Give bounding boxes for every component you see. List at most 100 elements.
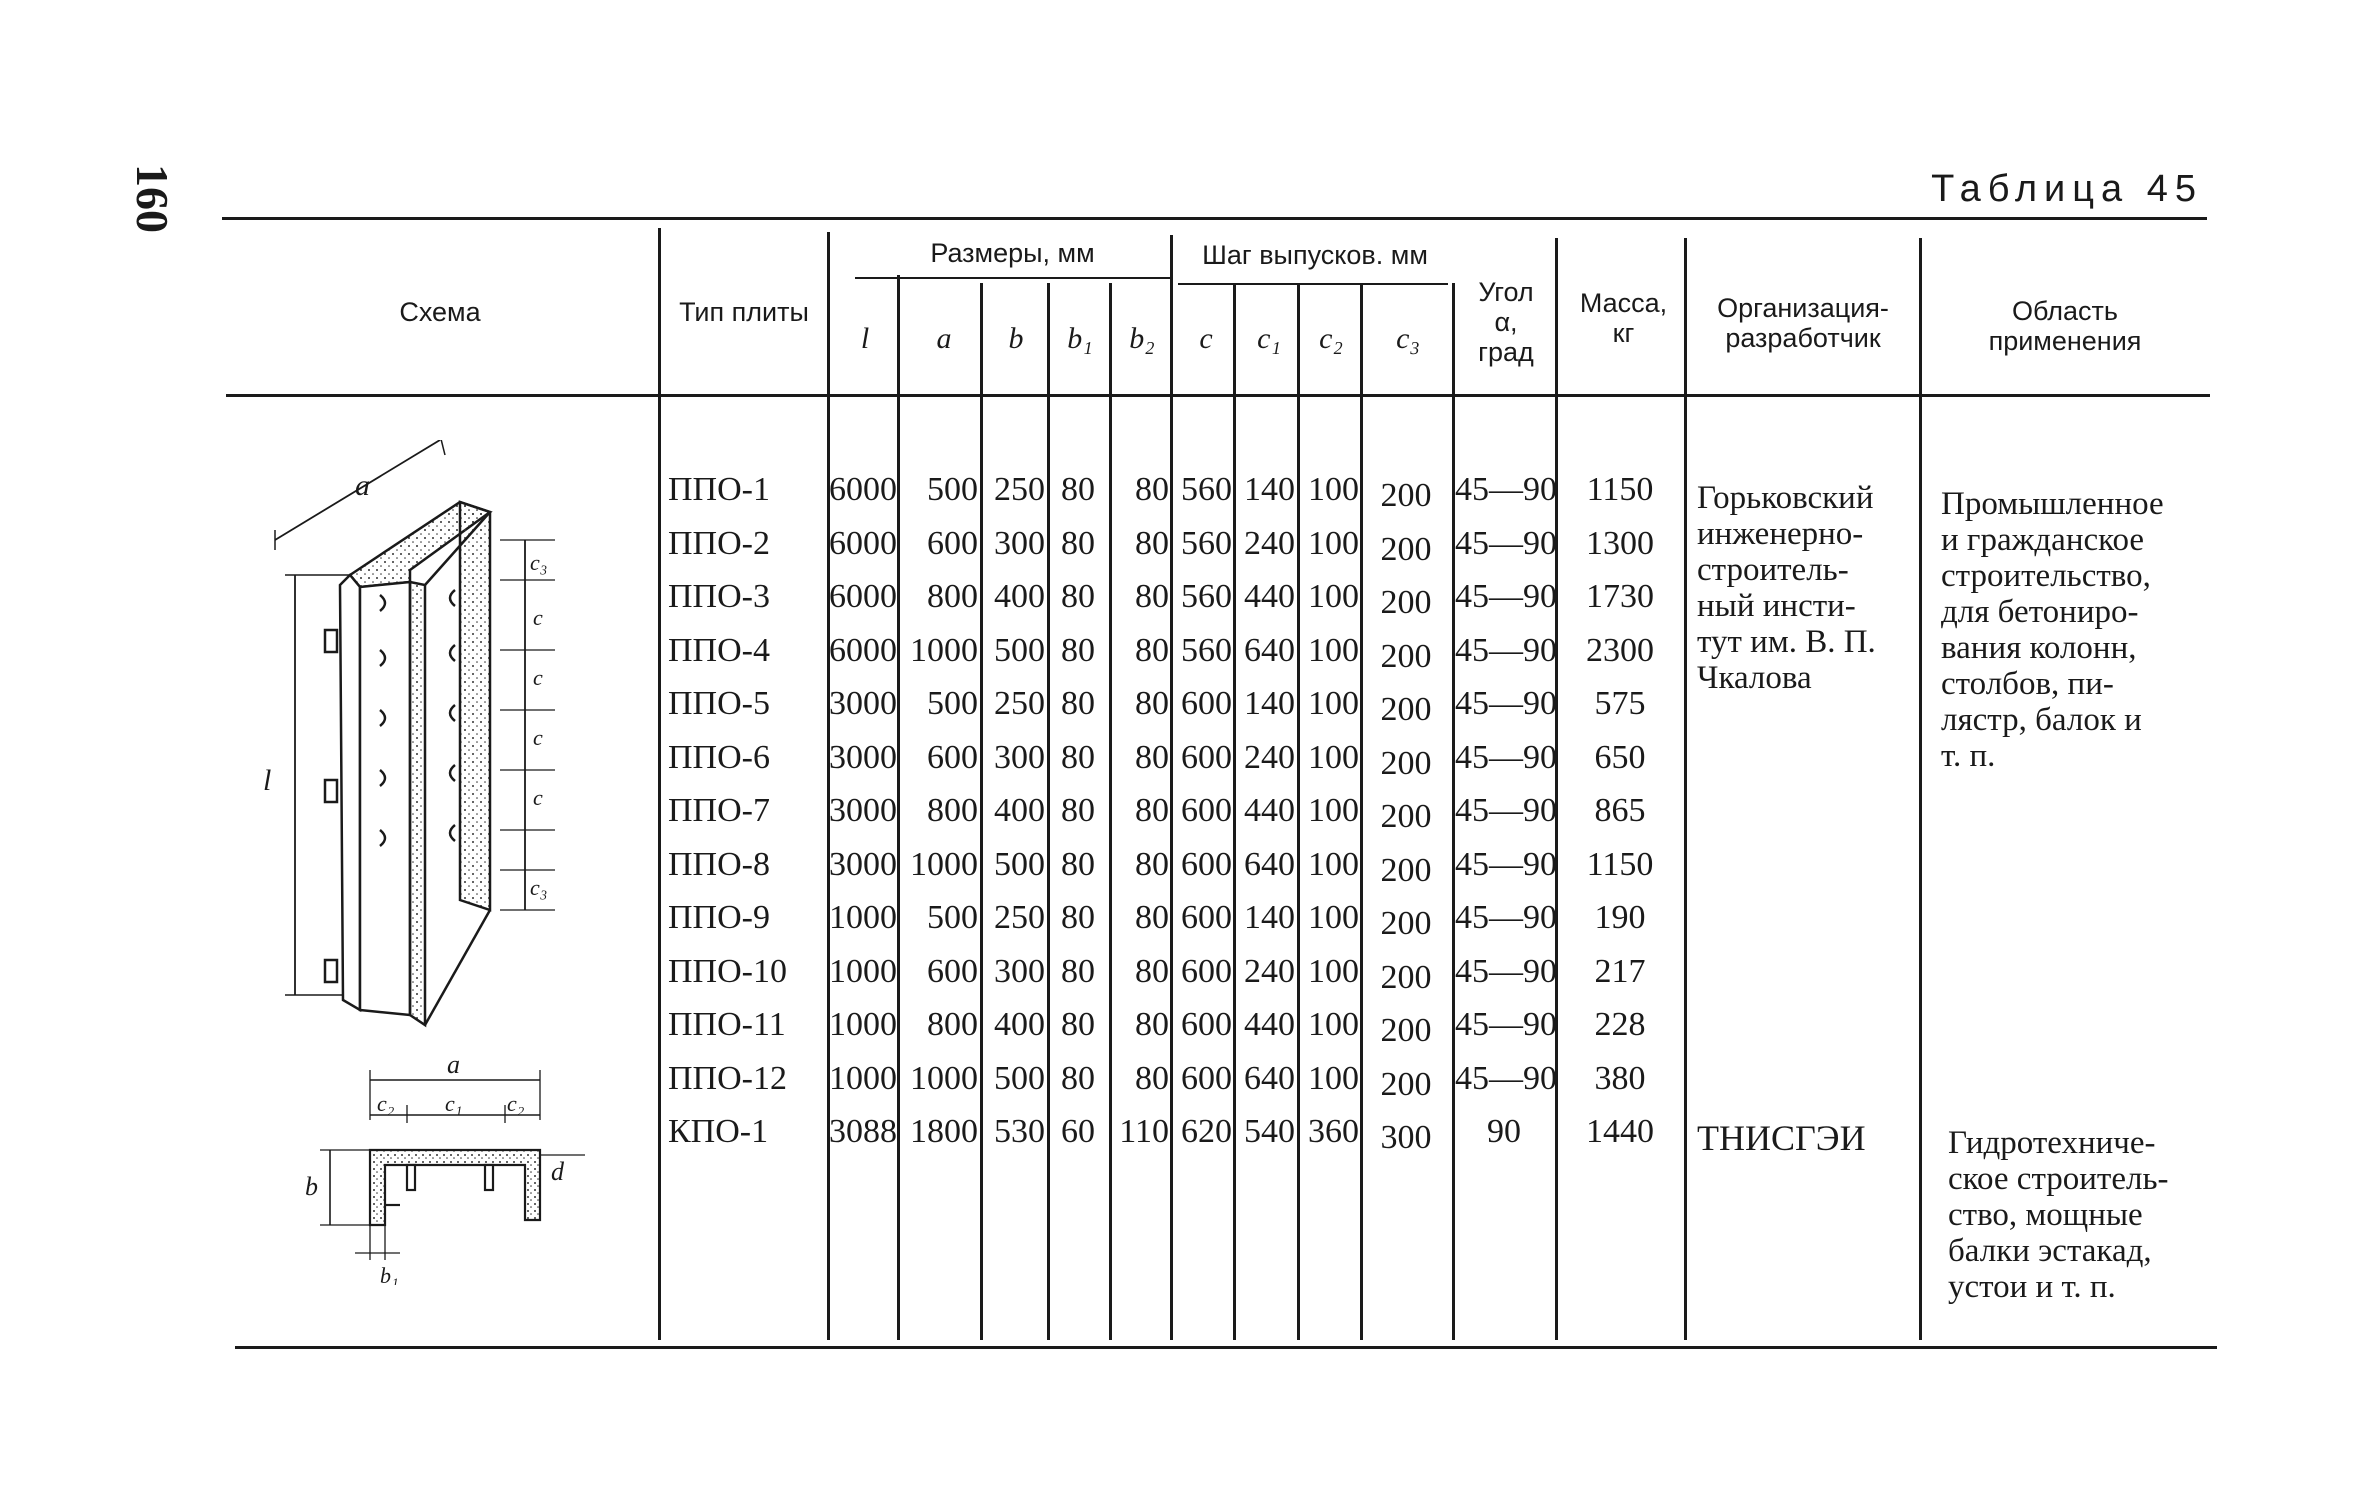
area-line: для бетониро- [1941, 594, 2139, 630]
cell-b1: 80 [1061, 845, 1095, 883]
cell-c1: 440 [1244, 578, 1295, 615]
cell-a: 500 [927, 471, 978, 508]
cell-a: 1000 [910, 631, 978, 669]
cell-b1: 80 [1061, 952, 1095, 990]
diagram-label-a: a [355, 469, 370, 502]
org-ppo: Горьковский инженерно- строитель- ный ин… [1697, 480, 1912, 696]
cell-mass: 190 [1594, 899, 1646, 936]
cell-b1: 80 [1061, 1006, 1095, 1043]
diagram-label-c2: c₂ [377, 1091, 395, 1116]
diagram-label-c1: c₁ [445, 1091, 462, 1116]
cell-c2: 100 [1308, 471, 1359, 508]
area-line: столбов, пи- [1941, 666, 2114, 702]
cell-b1: 80 [1061, 738, 1095, 776]
column-rule [658, 228, 661, 1340]
cell-angle: 45—90 [1455, 899, 1557, 936]
panel-isometric-diagram: a l c₃ c c c c c₃ [263, 440, 555, 1028]
header-angle-line: град [1478, 337, 1534, 367]
cell-mass: 228 [1594, 1006, 1646, 1043]
cell-b1: 80 [1061, 524, 1095, 562]
cell-a: 1000 [910, 1059, 978, 1097]
cell-mass: 1150 [1586, 845, 1654, 883]
subheader-c1: c₁ [1257, 322, 1281, 355]
org-kpo: ТНИСГЭИ [1697, 1118, 1866, 1158]
subheader-b2: b₂ [1129, 322, 1155, 355]
cell-a: 500 [927, 685, 978, 722]
cell-c3: 200 [1380, 530, 1432, 568]
cell-l: 1000 [829, 952, 897, 990]
cell-type: ППО-4 [668, 631, 770, 669]
cell-angle: 45—90 [1455, 524, 1557, 562]
org-line: инженерно- [1697, 516, 1864, 552]
area-line: вания колонн, [1941, 630, 2137, 666]
org-line: тут им. В. П. [1697, 624, 1876, 660]
area-line: Промышленное [1941, 486, 2164, 522]
cell-type: ППО-10 [668, 952, 787, 990]
cell-b2: 80 [1135, 631, 1169, 669]
cell-c3: 200 [1380, 1065, 1432, 1103]
cell-a: 800 [927, 792, 978, 829]
cell-c: 600 [1181, 952, 1232, 990]
diagram-label-c: c [533, 665, 543, 690]
cell-c2: 100 [1308, 792, 1359, 829]
cell-l: 3088 [829, 1113, 897, 1150]
cell-c3: 200 [1380, 584, 1432, 621]
cell-c: 600 [1181, 1006, 1232, 1043]
diagram-label-c: c [533, 785, 543, 810]
diagram-label-c2: c₂ [507, 1091, 525, 1116]
diagram-label-c3: c₃ [530, 550, 547, 575]
cell-c: 560 [1181, 471, 1232, 508]
cell-c2: 100 [1308, 524, 1359, 562]
kpo-section-diagram: a c₂ c₁ c₂ b b₁ d [305, 1055, 585, 1285]
cell-angle: 45—90 [1455, 738, 1557, 776]
cell-b2: 80 [1135, 1006, 1169, 1043]
cell-b1: 80 [1061, 899, 1095, 936]
cell-b2: 80 [1135, 952, 1169, 990]
column-rule [1919, 238, 1922, 1340]
cell-b2: 80 [1135, 524, 1169, 562]
cell-c1: 240 [1244, 738, 1295, 776]
cell-c: 600 [1181, 845, 1232, 883]
cell-c3: 200 [1380, 905, 1432, 942]
cell-c2: 100 [1308, 738, 1359, 776]
cell-c1: 540 [1244, 1113, 1295, 1150]
cell-c2: 100 [1308, 1059, 1359, 1097]
subheader-l: l [860, 322, 870, 355]
column-rule [827, 232, 830, 1340]
cell-c1: 440 [1244, 792, 1295, 829]
cell-mass: 865 [1594, 792, 1646, 829]
cell-c: 600 [1181, 685, 1232, 722]
cell-c: 560 [1181, 578, 1232, 615]
sizes-group-rule [855, 277, 1170, 279]
area-kpo: Гидротехниче- ское строитель- ство, мощн… [1948, 1125, 2210, 1305]
cell-b: 300 [994, 952, 1045, 990]
header-mass: Масса, кг [1566, 288, 1681, 348]
cell-l: 3000 [829, 845, 897, 883]
cell-c1: 240 [1244, 952, 1295, 990]
cell-angle: 45—90 [1455, 631, 1557, 669]
header-area-line: Область [2012, 296, 2118, 326]
header-step-group: Шаг выпусков. мм [1202, 240, 1428, 270]
cell-c2: 100 [1308, 578, 1359, 615]
cell-c: 620 [1181, 1113, 1232, 1150]
cell-c3: 300 [1380, 1119, 1432, 1156]
cell-c: 600 [1181, 1059, 1232, 1097]
cell-c: 600 [1181, 792, 1232, 829]
cell-angle: 45—90 [1455, 685, 1557, 722]
cell-angle: 45—90 [1455, 952, 1557, 990]
cell-c1: 640 [1244, 845, 1295, 883]
cell-type: ППО-9 [668, 899, 770, 936]
table-top-rule [222, 217, 2207, 220]
column-rule [1170, 235, 1173, 1340]
cell-type: ППО-7 [668, 792, 770, 829]
area-line: ское строитель- [1948, 1161, 2169, 1197]
header-area-line: применения [1988, 326, 2142, 356]
header-sizes-group: Размеры, мм [930, 238, 1095, 268]
